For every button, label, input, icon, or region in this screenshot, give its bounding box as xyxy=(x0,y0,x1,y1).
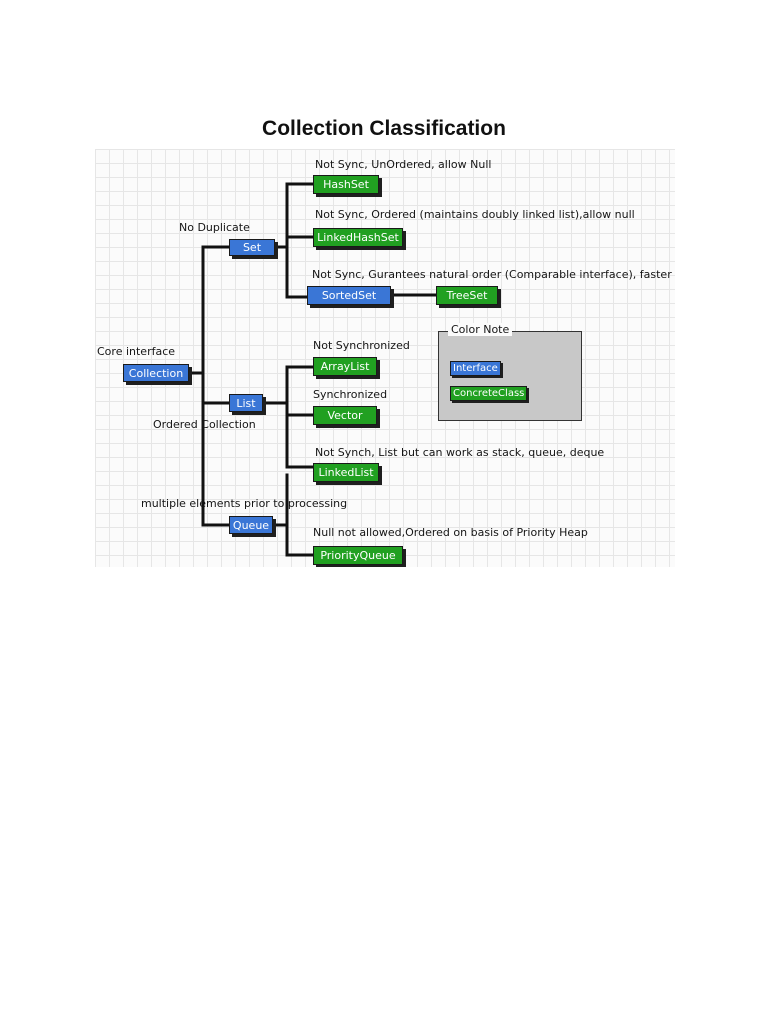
legend-concrete-chip: ConcreteClass xyxy=(450,386,528,401)
node-hashset: HashSet xyxy=(313,175,379,194)
collection-hierarchy-diagram: Core interface No Duplicate Ordered Coll… xyxy=(95,149,675,567)
connector-lines xyxy=(187,182,438,557)
note-core-interface: Core interface xyxy=(97,345,176,358)
node-priorityqueue: PriorityQueue xyxy=(313,546,403,565)
note-arraylist: Not Synchronized xyxy=(313,339,410,352)
node-set: Set xyxy=(229,239,275,256)
node-queue: Queue xyxy=(229,516,273,534)
node-linkedhashset: LinkedHashSet xyxy=(313,228,403,247)
node-collection: Collection xyxy=(123,364,189,382)
note-vector: Synchronized xyxy=(313,388,388,401)
node-sortedset: SortedSet xyxy=(307,286,391,305)
note-multiple-elements: multiple elements prior to processing xyxy=(141,497,348,510)
node-treeset: TreeSet xyxy=(436,286,498,305)
node-list: List xyxy=(229,394,263,412)
note-hashset: Not Sync, UnOrdered, allow Null xyxy=(315,158,492,171)
node-vector: Vector xyxy=(313,406,377,425)
node-linkedlist: LinkedList xyxy=(313,463,379,482)
legend-interface-chip: Interface xyxy=(450,361,501,376)
legend-title: Color Note xyxy=(448,323,513,336)
note-no-duplicate: No Duplicate xyxy=(179,221,250,234)
note-linkedlist: Not Synch, List but can work as stack, q… xyxy=(315,446,605,459)
note-sortedset: Not Sync, Gurantees natural order (Compa… xyxy=(312,268,672,281)
node-arraylist: ArrayList xyxy=(313,357,377,376)
note-linkedhashset: Not Sync, Ordered (maintains doubly link… xyxy=(315,208,635,221)
page-title: Collection Classification xyxy=(262,117,506,140)
color-legend xyxy=(438,331,582,421)
note-priorityqueue: Null not allowed,Ordered on basis of Pri… xyxy=(313,526,588,539)
note-ordered-collection: Ordered Collection xyxy=(153,418,256,431)
